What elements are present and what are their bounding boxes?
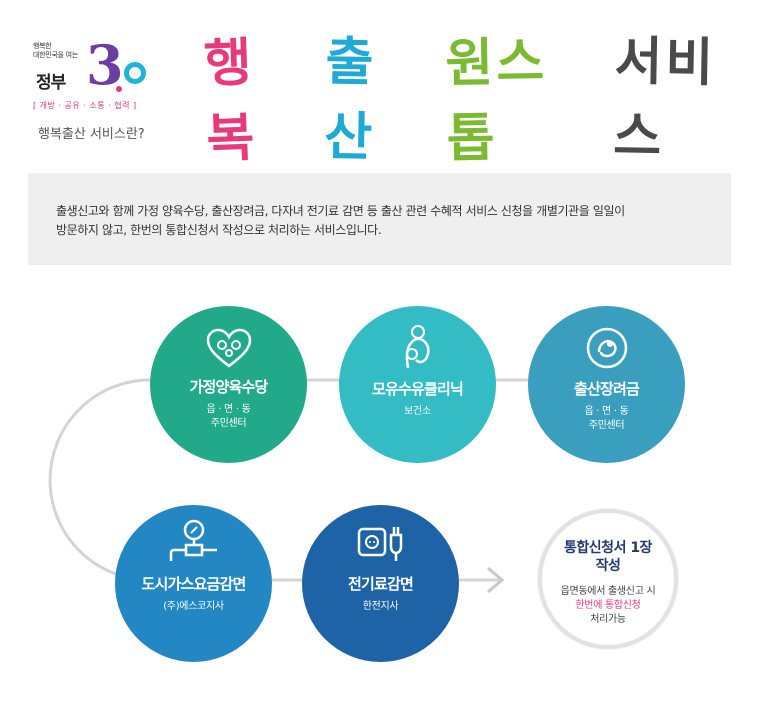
gas-meter-icon bbox=[169, 519, 217, 561]
final-text-line2: 한번에 통합신청 bbox=[542, 599, 674, 613]
family-heart-icon bbox=[206, 328, 251, 368]
service-title: 모유수유클리닉 bbox=[371, 380, 464, 398]
page-subtitle: 행복출산 서비스란? bbox=[38, 127, 145, 142]
final-accent-once: 한번에 bbox=[575, 600, 603, 611]
description-line2: 방문하지 않고, 한번의 통합신청서 작성으로 처리하는 서비스입니다. bbox=[56, 223, 382, 237]
flow-arrow-icon bbox=[487, 566, 505, 594]
final-title-line2: 작성 bbox=[595, 558, 621, 574]
service-office-line1: 보건소 bbox=[404, 406, 431, 417]
service-child-allowance: 가정양육수당 읍 · 면 · 동 주민센터 bbox=[150, 306, 307, 463]
logo-dot bbox=[116, 86, 122, 92]
mother-baby-icon bbox=[405, 325, 430, 369]
service-office-line1: 읍 · 면 · 동 bbox=[206, 404, 251, 415]
service-title: 가정양육수당 bbox=[189, 378, 268, 396]
integrated-application-result: 통합신청서 1장 작성 읍면동에서 출생신고 시 한번에 통합신청 처리가능 bbox=[538, 509, 678, 649]
fetus-icon bbox=[586, 327, 627, 369]
service-breastfeeding-clinic: 모유수유클리닉 보건소 bbox=[339, 306, 496, 463]
logo-values: [ 개방 · 공유 · 소통 · 협력 ] bbox=[33, 101, 137, 110]
logo-main: 정부 bbox=[36, 73, 66, 93]
service-gas-discount: 도시가스요금감면 (주)에스코지사 bbox=[115, 505, 272, 662]
service-title: 도시가스요금감면 bbox=[141, 575, 246, 593]
final-text-line1: 읍면동에서 출생신고 시 bbox=[560, 586, 656, 597]
description-box: 출생신고와 함께 가정 양육수당, 출산장려금, 다자녀 전기료 감면 등 출산… bbox=[28, 173, 731, 265]
service-birth-incentive: 출산장려금 읍 · 면 · 동 주민센터 bbox=[528, 306, 685, 463]
final-text-line3: 처리가능 bbox=[590, 614, 626, 625]
service-title: 전기료감면 bbox=[347, 575, 414, 593]
logo-number-zero bbox=[124, 62, 146, 84]
logo-number-three: 3 bbox=[86, 33, 124, 97]
service-office-line2: 주민센터 bbox=[588, 420, 625, 431]
final-accent-integrated: 통합신청 bbox=[604, 600, 641, 611]
service-office-line2: 주민센터 bbox=[210, 418, 247, 429]
logo-line2: 대한민국을 여는 bbox=[33, 51, 78, 59]
logo-line1: 행복한 bbox=[33, 42, 52, 50]
power-plug-icon bbox=[357, 527, 402, 561]
final-title-line1: 통합신청서 1장 bbox=[564, 540, 652, 556]
service-office-line1: (주)에스코지사 bbox=[163, 601, 224, 612]
service-electricity-discount: 전기료감면 한전지사 bbox=[302, 505, 459, 662]
service-office-line1: 한전지사 bbox=[362, 601, 399, 612]
service-office-line1: 읍 · 면 · 동 bbox=[584, 406, 629, 417]
description-line1: 출생신고와 함께 가정 양육수당, 출산장려금, 다자녀 전기료 감면 등 출산… bbox=[56, 204, 625, 218]
service-title: 출산장려금 bbox=[573, 380, 640, 398]
